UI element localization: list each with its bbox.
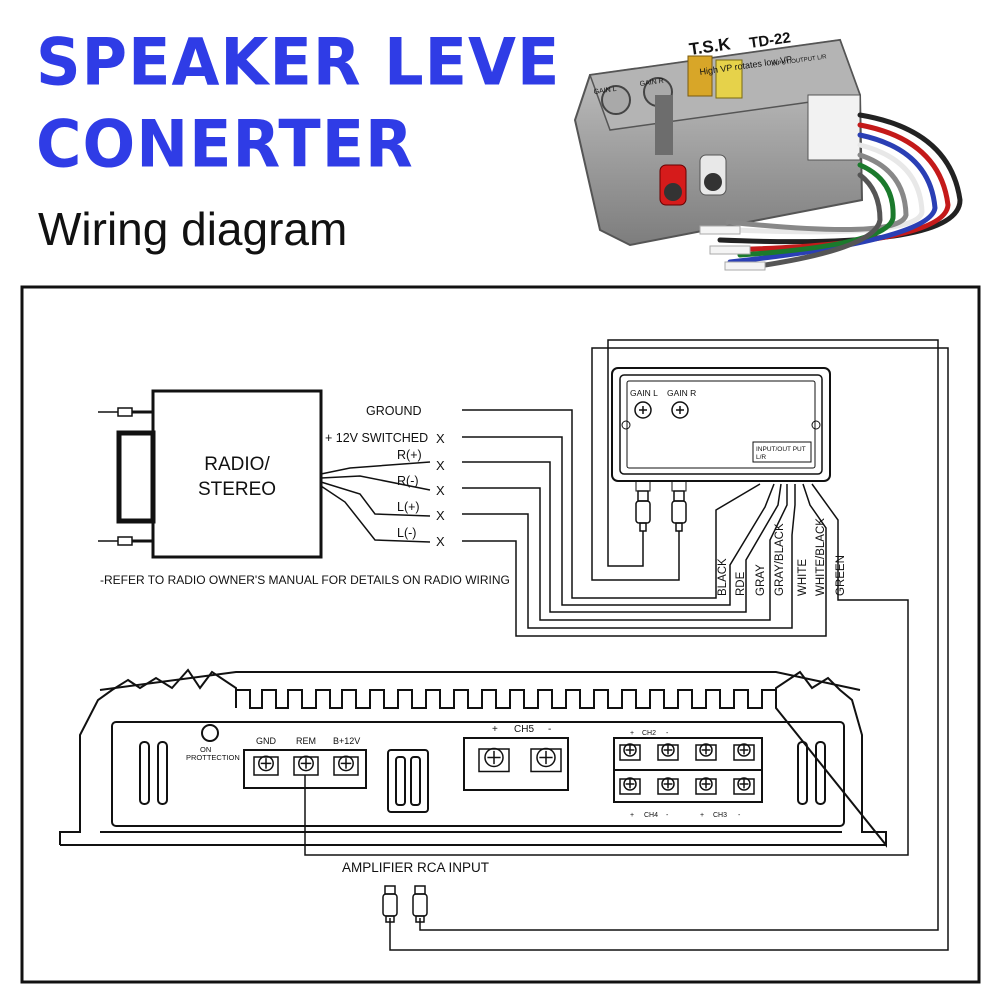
ch2-plus: + [630, 730, 634, 737]
terminal-screw-ch5-minus-icon [530, 747, 562, 773]
terminal-screw-top-1-icon [657, 743, 679, 761]
terminal-screw-b12v-icon [333, 755, 359, 776]
ch4-minus: - [666, 812, 669, 819]
terminal-label-rem: REM [296, 736, 316, 746]
wire-color-white-black: WHITE/BLACK [815, 518, 827, 596]
wire-mark-l-plus: X [436, 508, 445, 523]
amplifier-rca-input-label: AMPLIFIER RCA INPUT [342, 860, 489, 875]
wire-label-12v-switched: + 12V SWITCHED [325, 431, 428, 445]
gain-r-knob-icon [671, 401, 689, 419]
title-line-2: CONERTER [36, 105, 414, 183]
wire-color-labels: BLACK RDE GRAY GRAY/BLACK WHITE WHITE/BL… [717, 518, 847, 596]
ch4-plus: + [630, 812, 634, 819]
wire-label-r-plus: R(+) [397, 448, 422, 462]
ch3-label: CH3 [713, 812, 727, 819]
ch2-minus: - [666, 730, 669, 737]
wire-color-black: BLACK [717, 558, 729, 596]
wire-label-r-minus: R(-) [397, 474, 419, 488]
subtitle: Wiring diagram [38, 203, 348, 255]
converter-gain-l: GAIN L [630, 388, 658, 398]
ch3-plus: + [700, 812, 704, 819]
amplifier-terminals [253, 743, 755, 795]
terminal-screw-rem-icon [293, 755, 319, 776]
ch5-minus: - [548, 724, 551, 735]
converter-io-line-2: L/R [756, 454, 766, 461]
radio-output-wires [320, 461, 431, 543]
ch5-label: CH5 [514, 724, 534, 735]
wire-label-l-minus: L(-) [397, 526, 416, 540]
wire-label-ground: GROUND [366, 404, 422, 418]
wire-color-white: WHITE [797, 559, 809, 596]
amp-rca-plugs [382, 885, 428, 923]
wire-color-gray-black: GRAY/BLACK [774, 523, 786, 596]
wire-routes [304, 339, 949, 951]
ch3-minus: - [738, 812, 741, 819]
ch5-plus: + [492, 724, 498, 735]
radio-label-line-2: STEREO [198, 479, 276, 500]
diagram-frame [20, 285, 981, 984]
radio-stereo-unit: RADIO/ STEREO [98, 389, 323, 559]
product-gain-r: GAIN R [639, 78, 664, 88]
converter-gain-r: GAIN R [667, 388, 696, 398]
terminal-screw-ch5-plus-icon [478, 747, 510, 773]
wire-color-gray: GRAY [755, 564, 767, 596]
terminal-screw-top-0-icon [619, 743, 641, 761]
terminal-label-b12v: B+12V [333, 736, 360, 746]
title-line-1: SPEAKER LEVE [36, 23, 561, 101]
wire-color-green: GREEN [835, 555, 847, 596]
product-model: TD-22 [748, 29, 792, 52]
terminal-screw-top-3-icon [733, 743, 755, 761]
converter-io-line-1: INPUT/OUT PUT [756, 446, 806, 453]
protection-label-2: PROTTECTION [186, 753, 240, 762]
terminal-label-gnd: GND [256, 736, 277, 746]
terminal-screw-bottom-3-icon [733, 777, 755, 795]
protection-label-1: ON [200, 745, 211, 754]
ch4-label: CH4 [644, 812, 658, 819]
wire-mark-12v: X [436, 431, 445, 446]
wire-color-rde: RDE [735, 571, 747, 596]
wire-mark-r-plus: X [436, 458, 445, 473]
terminal-screw-bottom-1-icon [657, 777, 679, 795]
terminal-screw-top-2-icon [695, 743, 717, 761]
converter-box: GAIN L GAIN R INPUT/OUT PUT L/R [611, 367, 831, 492]
ch2-label: CH2 [642, 730, 656, 737]
wire-label-l-plus: L(+) [397, 500, 420, 514]
wire-mark-r-minus: X [436, 483, 445, 498]
product-gain-l: GAIN L [593, 86, 617, 96]
converter-rca-plugs [635, 490, 687, 532]
amplifier [59, 668, 887, 848]
gain-l-knob-icon [634, 401, 652, 419]
radio-wiring-note: -REFER TO RADIO OWNER'S MANUAL FOR DETAI… [100, 573, 510, 587]
terminal-screw-bottom-2-icon [695, 777, 717, 795]
terminal-screw-bottom-0-icon [619, 777, 641, 795]
converter-product-image: T.S.K TD-22 High VP rotates low VP GAIN … [573, 29, 963, 271]
radio-label-line-1: RADIO/ [204, 454, 270, 475]
wire-mark-l-minus: X [436, 534, 445, 549]
terminal-screw-gnd-icon [253, 755, 279, 776]
